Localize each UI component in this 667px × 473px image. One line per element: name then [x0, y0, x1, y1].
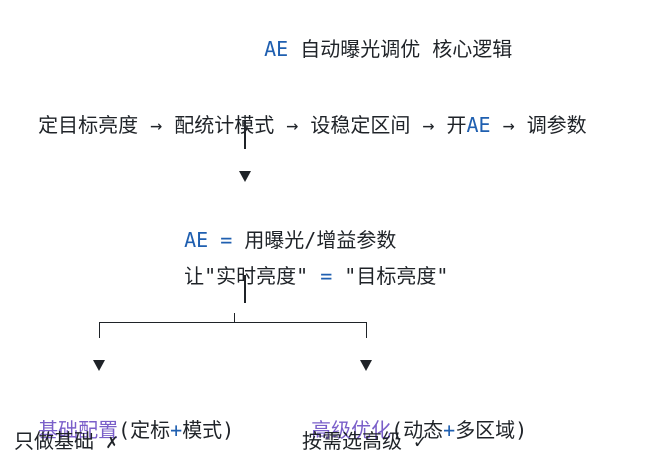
arrow-down-icon [93, 360, 105, 371]
definition-line2-suffix: "目标亮度" [332, 264, 449, 288]
definition-text: 用曝光/增益参数 [244, 228, 397, 252]
flow-arrow: → [490, 113, 527, 137]
branch-right-title: 高级优化 [311, 418, 392, 442]
flow-arrow: → [410, 113, 447, 137]
branch-horizontal [99, 322, 367, 323]
flow-step-tune-params: 调参数 [526, 113, 587, 137]
definition-eq: = [208, 228, 245, 252]
title-ae: AE [264, 37, 289, 61]
branch-right-drop [366, 322, 367, 338]
ae-definition-line1: AE = 用曝光/增益参数 [160, 201, 396, 253]
branch-left-detail: (定标 [118, 418, 171, 442]
branch-left-header: 基础配置(定标+模式) [14, 391, 234, 443]
connector-vertical [244, 121, 246, 149]
definition-line2-prefix: 让"实时亮度" [184, 264, 321, 288]
connector-vertical [244, 275, 246, 303]
branch-left-plus: + [170, 418, 183, 442]
arrow-down-icon [239, 171, 251, 182]
branch-right-detail-end: 多区域) [455, 418, 528, 442]
definition-line2-eq: = [320, 264, 333, 288]
arrow-down-icon [360, 360, 372, 371]
branch-left-verdict: 只做基础 ✗ [14, 429, 119, 453]
branch-stem [234, 313, 235, 322]
title-text: 自动曝光调优 核心逻辑 [288, 37, 513, 61]
flow-arrow: → [138, 113, 175, 137]
flow-arrow: → [274, 113, 311, 137]
branch-right-verdict: 按需选高级 ✓ [302, 429, 427, 453]
branch-left-title: 基础配置 [38, 418, 119, 442]
branch-right-plus: + [443, 418, 456, 442]
flow-step-enable-ae: 开AE [446, 113, 491, 137]
diagram-title: AE 自动曝光调优 核心逻辑 [240, 10, 512, 62]
flow-step-target-brightness: 定目标亮度 [38, 113, 139, 137]
branch-left-drop [99, 322, 100, 338]
branch-right-detail: (动态 [391, 418, 444, 442]
ae-definition-line2: 让"实时亮度" = "目标亮度" [160, 237, 448, 289]
definition-ae: AE [184, 228, 209, 252]
flow-step-stable-range: 设稳定区间 [310, 113, 411, 137]
branch-right-header: 高级优化(动态+多区域) [287, 391, 527, 443]
flow-step-metering-mode: 配统计模式 [174, 113, 275, 137]
branch-left-detail-end: 模式) [182, 418, 235, 442]
process-flow: 定目标亮度 → 配统计模式 → 设稳定区间 → 开AE → 调参数 [14, 86, 587, 138]
